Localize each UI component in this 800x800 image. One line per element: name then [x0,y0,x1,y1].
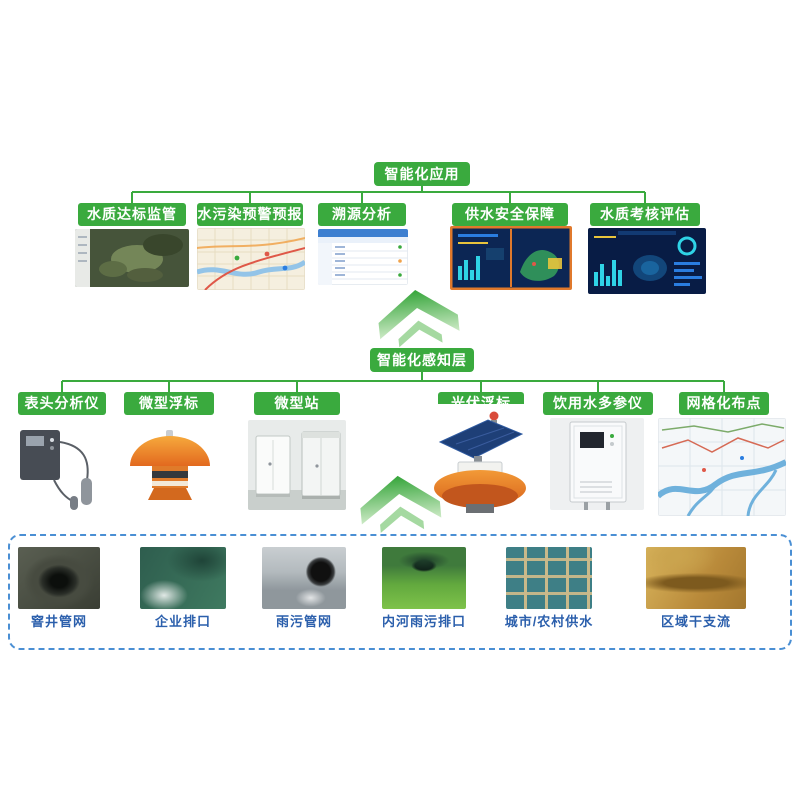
supply-dashboard-art [450,226,572,290]
device-micro-station [248,420,346,510]
grid-deployment-map [658,418,786,516]
satellite-map-art [75,229,189,287]
photo-rain-sewage-pipe [262,547,346,609]
perception-item-1-label: 微型浮标 [124,392,214,415]
up-arrow [348,470,453,536]
source-item-3-label: 内河雨污排口 [381,614,466,629]
source-item-4-label: 城市/农村供水 [504,614,594,629]
photo-enterprise-outlet [140,547,226,609]
photo-inland-river-outlet [382,547,466,609]
source-item-0-label: 窨井管网 [30,614,87,629]
app-item-4-label: 水质考核评估 [590,203,700,226]
screenshot-water-quality-supervision [75,229,189,287]
micro-station-art [248,420,346,510]
screenshot-assessment-evaluation [588,228,706,294]
perception-item-2-label: 微型站 [254,392,340,415]
perception-item-0-label: 表头分析仪 [18,392,106,415]
photo-manhole-network [18,547,100,609]
app-item-2-label: 溯源分析 [318,203,406,226]
source-item-5-label: 区域干支流 [660,614,731,629]
perception-layer-header: 智能化感知层 [370,348,474,372]
grid-map-art [658,418,786,516]
city-map-art [197,228,305,290]
device-probe-analyzer [14,420,106,512]
micro-buoy-art [126,424,214,508]
screenshot-traceability-analysis [318,229,408,285]
app-item-1-label: 水污染预警预报 [197,203,303,226]
assessment-dashboard-art [588,228,706,294]
solar-buoy-art [424,404,536,516]
up-arrow-icon [378,289,460,348]
screenshot-supply-safety [450,226,572,290]
app-layer-header: 智能化应用 [374,162,470,186]
source-item-2-label: 雨污管网 [275,614,332,629]
perception-item-5-label: 网格化布点 [679,392,769,415]
up-arrow [365,283,471,351]
app-item-3-label: 供水安全保障 [452,203,568,226]
device-micro-buoy [126,424,214,508]
table-ui-art [318,229,408,285]
source-item-1-label: 企业排口 [154,614,211,629]
probe-analyzer-art [14,420,106,512]
photo-regional-streams [646,547,746,609]
screenshot-pollution-forecast [197,228,305,290]
perception-item-4-label: 饮用水多参仪 [543,392,653,415]
photo-urban-rural-supply [506,547,592,609]
device-solar-buoy [424,404,536,516]
multiparameter-cabinet-art [550,418,644,510]
up-arrow-icon [360,475,442,533]
app-item-0-label: 水质达标监管 [78,203,186,226]
device-multiparameter-cabinet [550,418,644,510]
